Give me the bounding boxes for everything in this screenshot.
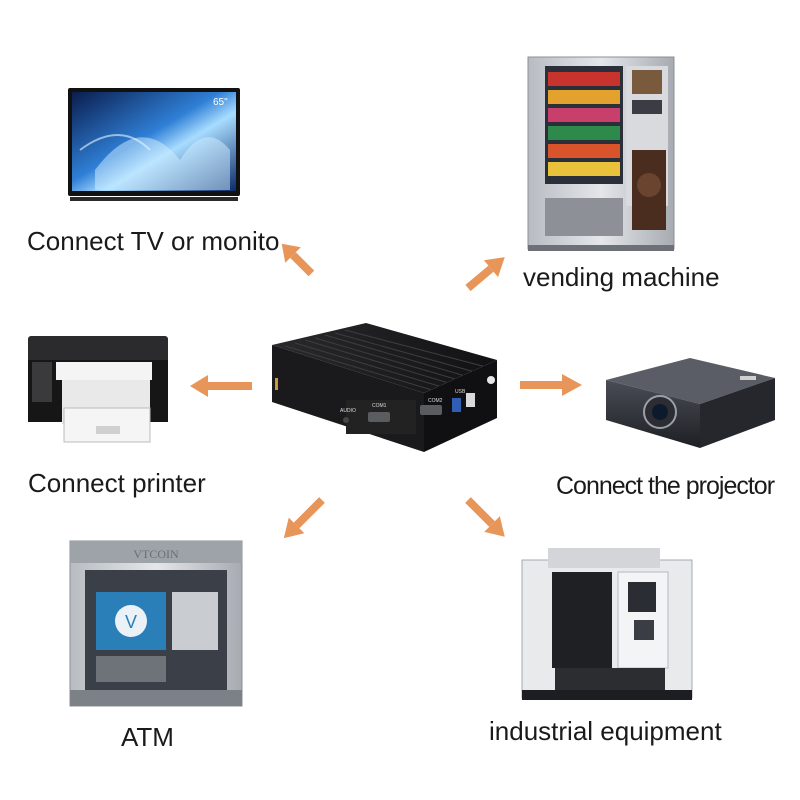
arrow-to-tv <box>281 243 315 277</box>
printer-image <box>28 336 168 443</box>
port-label-usb: USB <box>455 389 466 395</box>
arrow-to-atm <box>283 497 325 539</box>
arrows <box>190 243 582 539</box>
mini-pc-image: AUDIO COM1 COM2 USB <box>272 323 497 452</box>
label-printer: Connect printer <box>28 468 206 498</box>
atm-image: VTCOIN V <box>69 540 243 707</box>
antenna <box>275 378 278 390</box>
label-projector: Connect the projector <box>556 472 775 500</box>
usb-port <box>466 393 475 407</box>
label-industrial-equipment: industrial equipment <box>489 716 722 746</box>
port-label-audio: AUDIO <box>340 408 356 414</box>
com2-port <box>420 405 442 415</box>
atm-brand: VTCOIN <box>133 547 179 561</box>
port-label-com2: COM2 <box>428 398 443 404</box>
usb-port-blue <box>452 398 461 412</box>
atm-logo: V <box>125 612 137 632</box>
atm-keypad <box>96 656 166 682</box>
arrow-to-projector <box>520 374 582 396</box>
com1-port <box>368 412 390 422</box>
projector-image <box>606 358 775 448</box>
industrial-equipment-image <box>521 548 693 700</box>
label-tv: Connect TV or monito <box>27 226 280 256</box>
cnc-control-panel <box>628 582 656 612</box>
audio-port <box>343 417 349 423</box>
vending-products <box>548 72 620 176</box>
tv-stand <box>70 197 238 201</box>
label-vending-machine: vending machine <box>523 262 720 292</box>
label-atm: ATM <box>121 722 174 752</box>
arrow-to-industrial <box>465 497 505 537</box>
tv-screen-text: 65" <box>213 97 228 108</box>
port-label-com1: COM1 <box>372 403 387 409</box>
arrow-to-printer <box>190 375 252 397</box>
tv-image: 65" <box>68 88 240 201</box>
arrow-to-vending <box>465 257 505 292</box>
power-button <box>487 376 495 384</box>
vending-machine-image <box>527 56 675 251</box>
